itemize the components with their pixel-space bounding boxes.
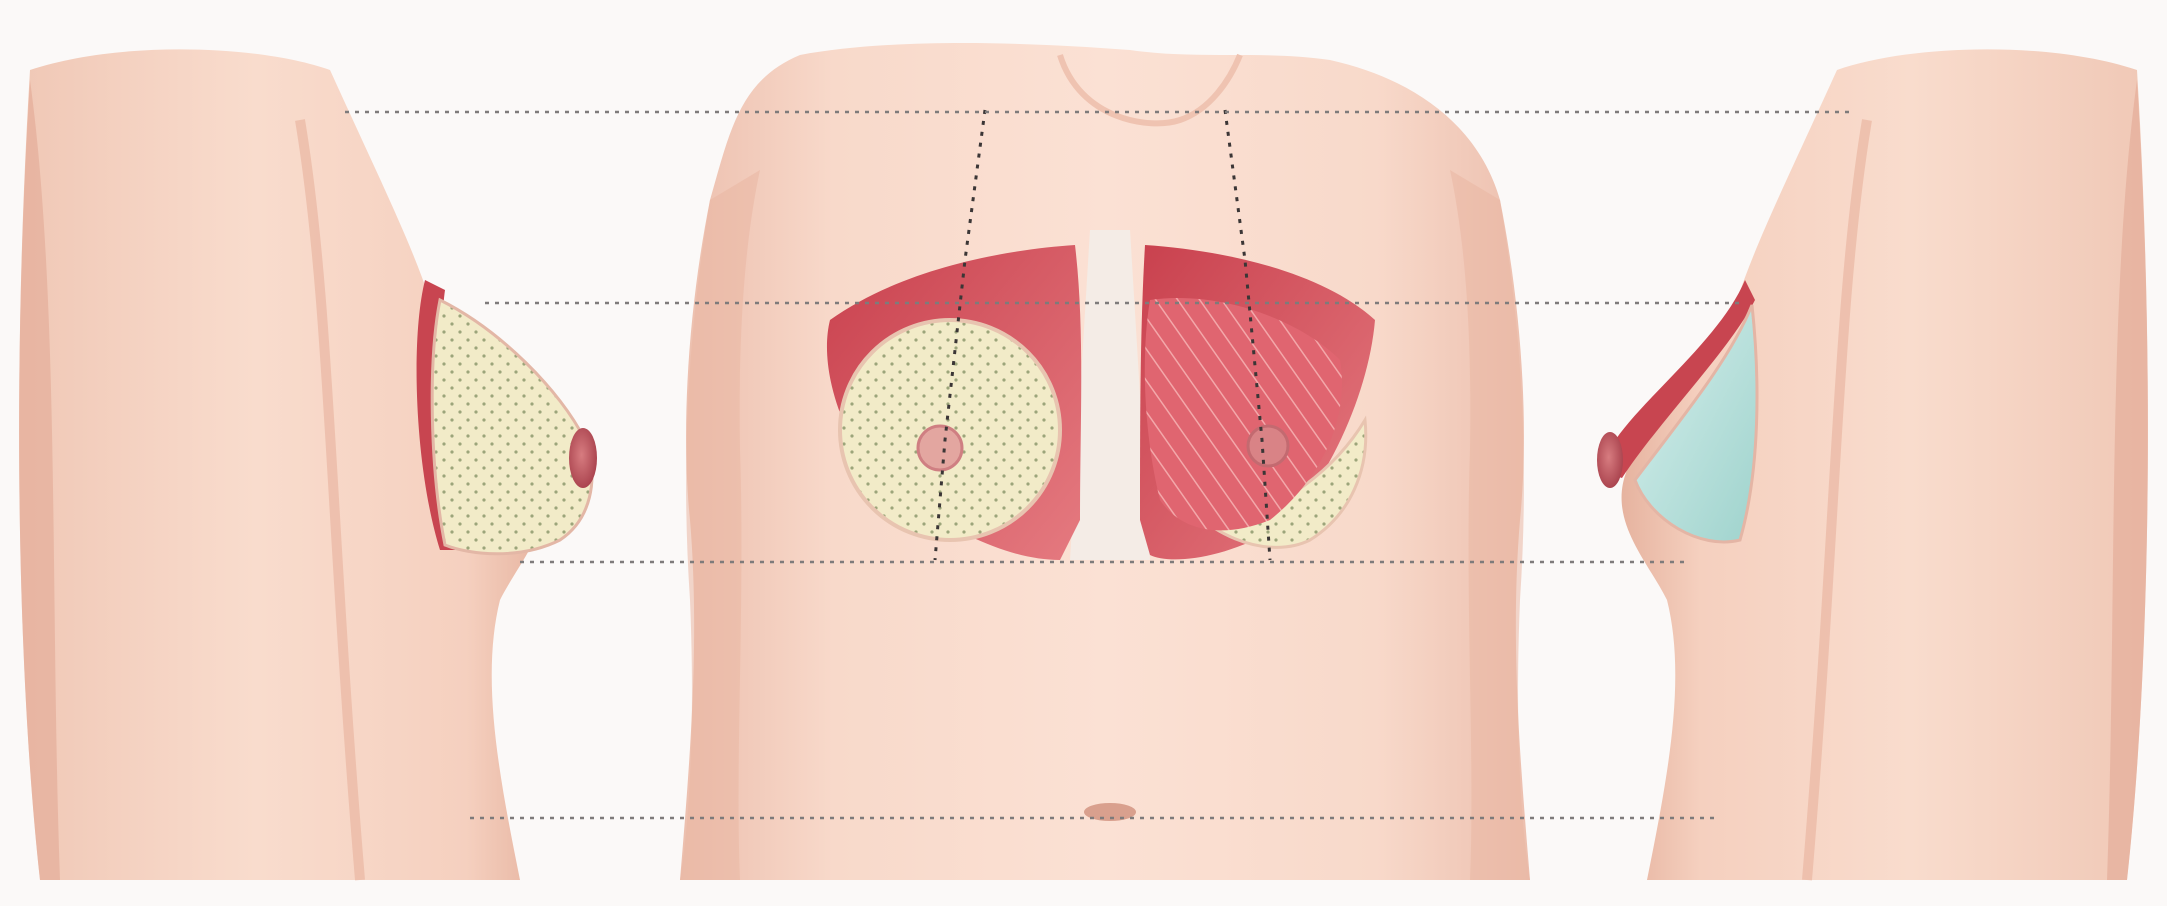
front-view	[680, 43, 1530, 880]
front-left-nipple	[918, 426, 962, 470]
left-side-nipple	[569, 428, 597, 488]
front-right-nipple	[1248, 426, 1288, 466]
right-side-nipple	[1597, 432, 1623, 488]
